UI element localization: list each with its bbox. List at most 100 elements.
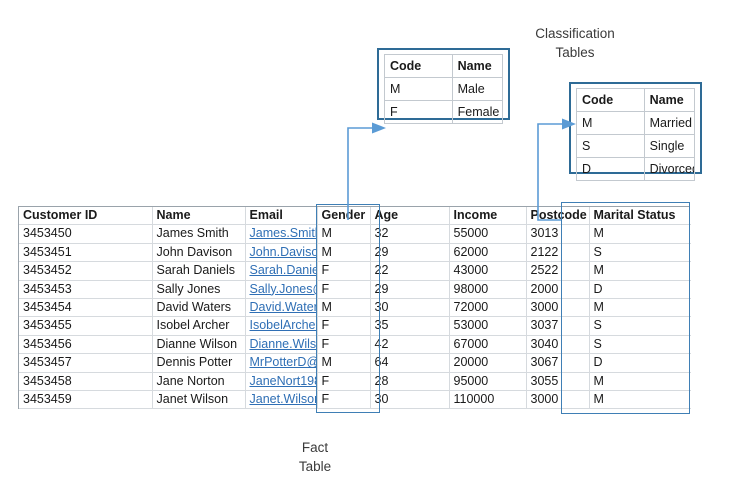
cell-gender: F xyxy=(317,279,371,300)
cell-customer-id: 3453451 xyxy=(19,242,153,263)
cell-name: Married xyxy=(643,111,696,135)
table-row: M Married xyxy=(576,111,696,135)
cell-email[interactable]: Sally.Jones@g xyxy=(245,279,318,300)
cell-marital-status: D xyxy=(589,353,691,373)
column-header-email: Email xyxy=(245,207,318,226)
cell-gender: M xyxy=(317,298,371,318)
cell-age: 29 xyxy=(370,279,450,300)
cell-gender: M xyxy=(317,353,371,373)
cell-marital-status: M xyxy=(589,298,691,318)
cell-gender: F xyxy=(317,261,371,281)
cell-code: F xyxy=(384,100,453,124)
cell-name: Janet Wilson xyxy=(152,390,246,410)
cell-postcode: 2122 xyxy=(526,242,590,263)
gender-lookup-grid: Code Name M Male F Female xyxy=(384,54,504,124)
cell-marital-status: S xyxy=(589,242,691,263)
cell-email[interactable]: Sarah.Daniels xyxy=(245,261,318,281)
cell-customer-id: 3453453 xyxy=(19,279,153,300)
cell-gender: F xyxy=(317,390,371,410)
cell-email[interactable]: David.Waters xyxy=(245,298,318,318)
cell-postcode: 3000 xyxy=(526,390,590,410)
marital-status-classification-table: Code Name M Married S Single D Divorced xyxy=(569,82,702,181)
cell-email[interactable]: James.Smith@ xyxy=(245,224,318,244)
gender-relationship-connector xyxy=(347,122,386,220)
table-row: D Divorced xyxy=(576,157,696,181)
classification-tables-label: Classification Tables xyxy=(535,26,615,60)
cell-income: 20000 xyxy=(449,353,527,373)
marital-status-relationship-connector xyxy=(537,118,576,221)
cell-gender: F xyxy=(317,334,371,355)
cell-age: 32 xyxy=(370,224,450,244)
cell-email[interactable]: Janet.Wilson xyxy=(245,390,318,410)
cell-gender: M xyxy=(317,224,371,244)
cell-name: Dianne Wilson xyxy=(152,334,246,355)
cell-marital-status: M xyxy=(589,390,691,410)
table-header-row: Code Name xyxy=(576,88,696,112)
cell-name: Divorced xyxy=(643,157,696,181)
cell-postcode: 2000 xyxy=(526,279,590,300)
cell-email[interactable]: John.Davison xyxy=(245,242,318,263)
cell-age: 64 xyxy=(370,353,450,373)
cell-customer-id: 3453455 xyxy=(19,316,153,336)
column-header-postcode: Postcode xyxy=(526,207,590,226)
cell-email[interactable]: JaneNort1987 xyxy=(245,371,318,392)
cell-income: 67000 xyxy=(449,334,527,355)
column-header-gender: Gender xyxy=(317,207,371,226)
cell-income: 95000 xyxy=(449,371,527,392)
cell-name: Single xyxy=(643,134,696,158)
marital-lookup-grid: Code Name M Married S Single D Divorced xyxy=(576,88,696,181)
fact-table-label: Fact Table xyxy=(298,440,332,474)
cell-postcode: 3000 xyxy=(526,298,590,318)
cell-marital-status: S xyxy=(589,316,691,336)
cell-income: 55000 xyxy=(449,224,527,244)
column-header-customer-id: Customer ID xyxy=(19,207,153,226)
cell-email[interactable]: MrPotterD@o xyxy=(245,353,318,373)
cell-income: 43000 xyxy=(449,261,527,281)
gender-classification-table: Code Name M Male F Female xyxy=(377,48,510,124)
cell-gender: F xyxy=(317,316,371,336)
cell-email[interactable]: Dianne.Wilson xyxy=(245,334,318,355)
cell-marital-status: M xyxy=(589,261,691,281)
cell-postcode: 3013 xyxy=(526,224,590,244)
cell-postcode: 2522 xyxy=(526,261,590,281)
cell-gender: M xyxy=(317,242,371,263)
cell-customer-id: 3453450 xyxy=(19,224,153,244)
cell-income: 53000 xyxy=(449,316,527,336)
table-row: F Female xyxy=(384,100,504,124)
table-header-row: Customer ID Name Email Gender Age Income… xyxy=(19,207,691,226)
cell-customer-id: 3453452 xyxy=(19,261,153,281)
cell-gender: F xyxy=(317,371,371,392)
cell-age: 22 xyxy=(370,261,450,281)
cell-postcode: 3040 xyxy=(526,334,590,355)
cell-income: 72000 xyxy=(449,298,527,318)
cell-age: 29 xyxy=(370,242,450,263)
cell-income: 110000 xyxy=(449,390,527,410)
column-header-marital-status: Marital Status xyxy=(589,207,691,226)
cell-name: Sally Jones xyxy=(152,279,246,300)
cell-name: John Davison xyxy=(152,242,246,263)
column-header-name: Name xyxy=(152,207,246,226)
cell-marital-status: D xyxy=(589,279,691,300)
cell-name: Male xyxy=(451,77,504,101)
column-header-name: Name xyxy=(451,54,504,78)
cell-name: Jane Norton xyxy=(152,371,246,392)
cell-age: 35 xyxy=(370,316,450,336)
cell-name: Sarah Daniels xyxy=(152,261,246,281)
cell-income: 62000 xyxy=(449,242,527,263)
cell-customer-id: 3453457 xyxy=(19,353,153,373)
cell-income: 98000 xyxy=(449,279,527,300)
cell-age: 30 xyxy=(370,390,450,410)
cell-name: Female xyxy=(451,100,504,124)
